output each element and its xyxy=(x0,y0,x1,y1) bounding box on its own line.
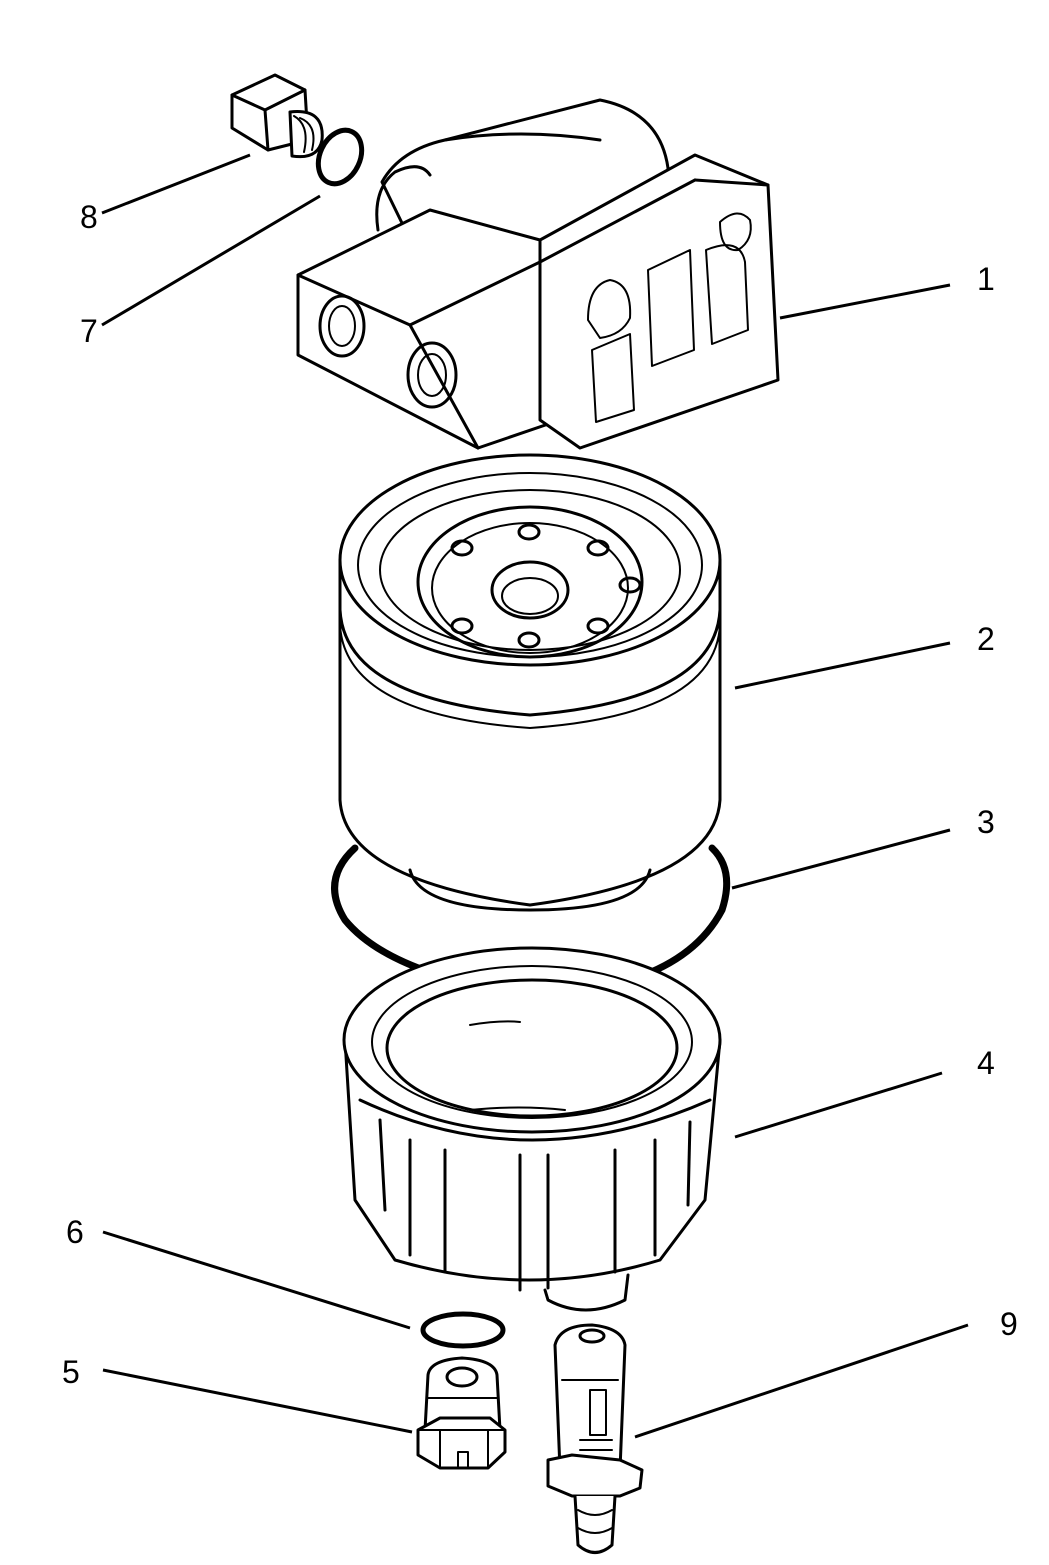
callout-1: 1 xyxy=(977,261,995,297)
leader-1 xyxy=(779,283,951,320)
part-7-oring xyxy=(315,127,365,187)
leader-5 xyxy=(102,1368,413,1434)
part-5-drain-plug xyxy=(416,1356,507,1470)
leader-8 xyxy=(101,153,251,215)
leader-2 xyxy=(734,641,951,690)
callout-7: 7 xyxy=(80,313,98,349)
callout-5: 5 xyxy=(62,1354,80,1390)
callout-labels: 1 2 3 4 5 6 7 8 9 xyxy=(62,199,1018,1390)
leader-4 xyxy=(734,1071,943,1139)
callout-8: 8 xyxy=(80,199,98,235)
part-4-bowl xyxy=(342,946,722,1312)
callout-2: 2 xyxy=(977,621,995,657)
part-2-filter-element xyxy=(338,453,722,912)
leader-6 xyxy=(102,1230,411,1330)
part-1-filter-head xyxy=(296,98,780,450)
leader-7 xyxy=(101,194,321,327)
part-8-plug xyxy=(230,73,324,159)
callout-6: 6 xyxy=(66,1214,84,1250)
leader-3 xyxy=(731,828,951,890)
leader-lines xyxy=(101,153,969,1439)
callout-3: 3 xyxy=(977,804,995,840)
callout-9: 9 xyxy=(1000,1306,1018,1342)
part-6-oring xyxy=(420,1311,506,1349)
callout-4: 4 xyxy=(977,1045,995,1081)
part-9-drain-valve xyxy=(546,1323,644,1554)
leader-9 xyxy=(634,1323,969,1439)
